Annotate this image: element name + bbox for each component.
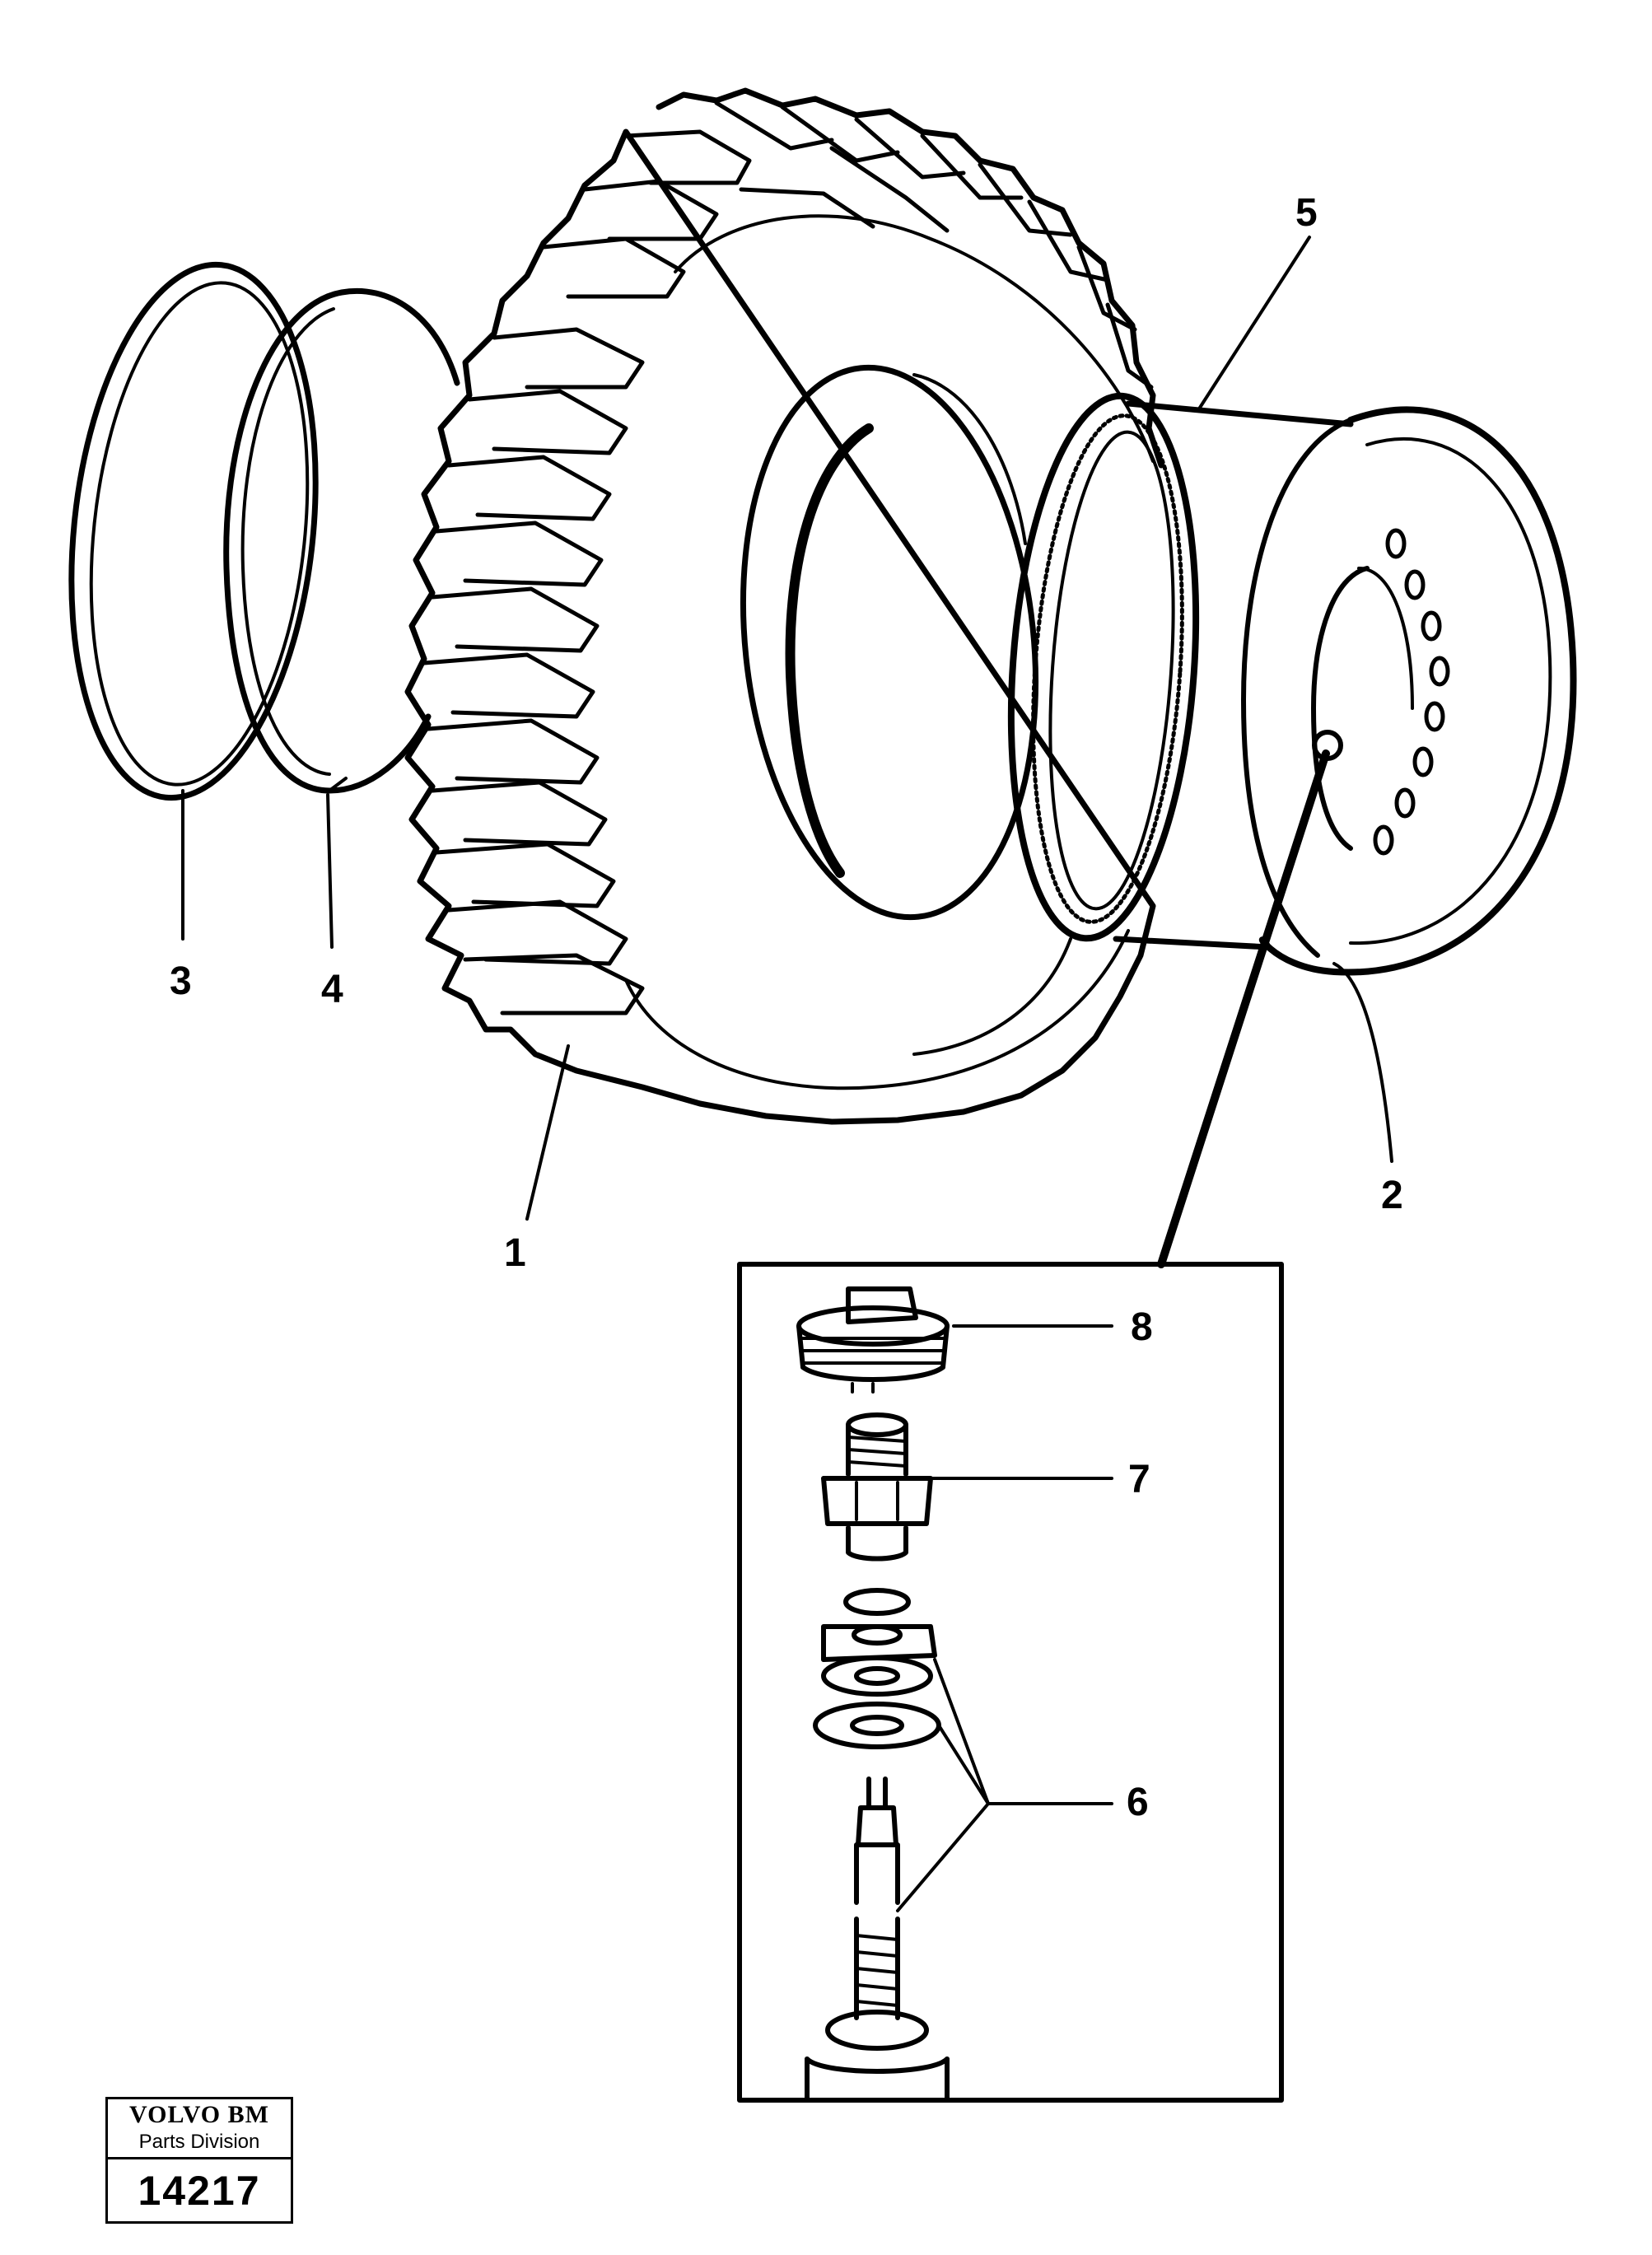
detail-leader — [1157, 749, 1330, 1268]
rim-2 — [1007, 392, 1577, 976]
callout-7: 7 — [1128, 1458, 1150, 1501]
callout-3: 3 — [170, 959, 192, 1003]
valve-detail-box — [737, 1262, 1284, 2103]
leader-lines — [181, 236, 1393, 1912]
callout-1: 1 — [504, 1231, 526, 1275]
stamp-number: 14217 — [138, 2168, 261, 2214]
lock-ring-3 — [68, 261, 319, 801]
valve-adaptor-7 — [821, 1412, 933, 1562]
stamp-division: Parts Division — [138, 2131, 260, 2153]
callout-5: 5 — [1295, 191, 1318, 235]
flange-ring-4 — [223, 287, 460, 794]
stamp-brand: VOLVO BM — [129, 2101, 269, 2128]
valve-cap-8 — [796, 1286, 950, 1394]
parts-division-stamp: VOLVO BM Parts Division 14217 — [105, 2097, 293, 2224]
callout-4: 4 — [321, 968, 343, 1011]
tyre-1 — [404, 87, 1164, 1125]
stamp-divider — [108, 2157, 291, 2159]
callout-6: 6 — [1127, 1781, 1149, 1824]
callout-8: 8 — [1131, 1305, 1153, 1349]
callout-2: 2 — [1381, 1174, 1403, 1217]
valve-parts-6 — [805, 1588, 950, 2103]
